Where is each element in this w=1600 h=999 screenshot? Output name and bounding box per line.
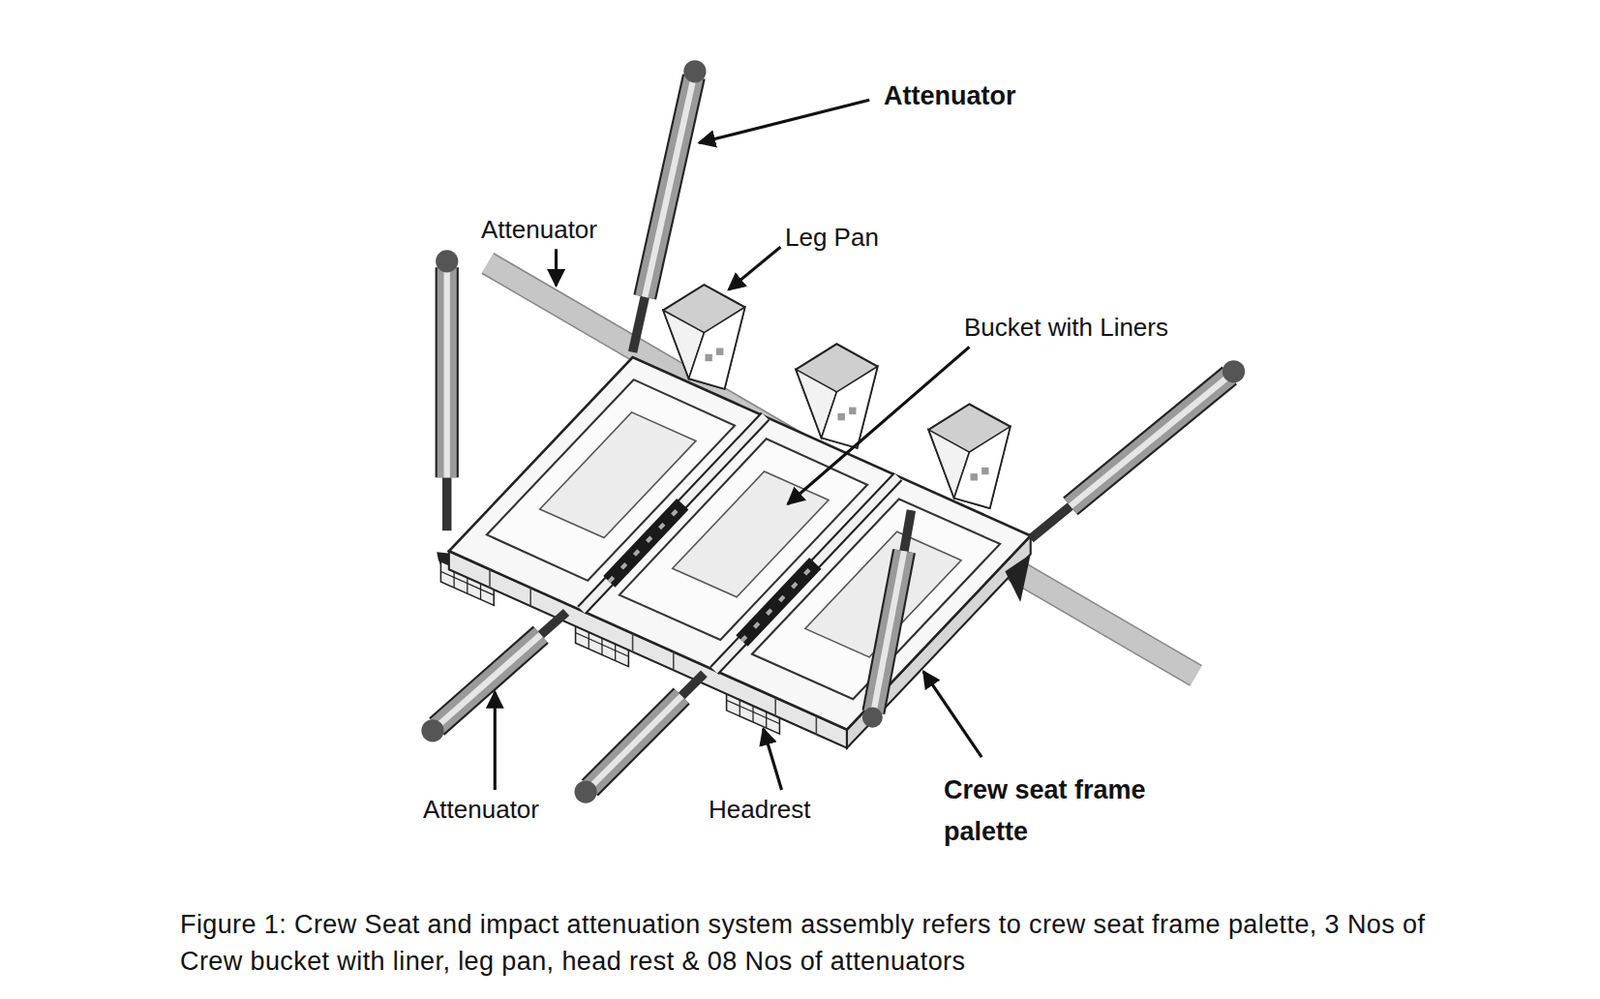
frame-label: Crew seat frame palette [943,769,1220,853]
bucket-label: Bucket with Liners [964,312,1169,342]
attenuator-label: Attenuator [883,81,1017,111]
headrest-label: Headrest [708,794,812,824]
leg-pan-label: Leg Pan [784,222,879,252]
attenuator-label: Attenuator [481,214,598,244]
attenuator-label: Attenuator [422,794,540,824]
figure-caption: Figure 1: Crew Seat and impact attenuati… [180,905,1458,980]
